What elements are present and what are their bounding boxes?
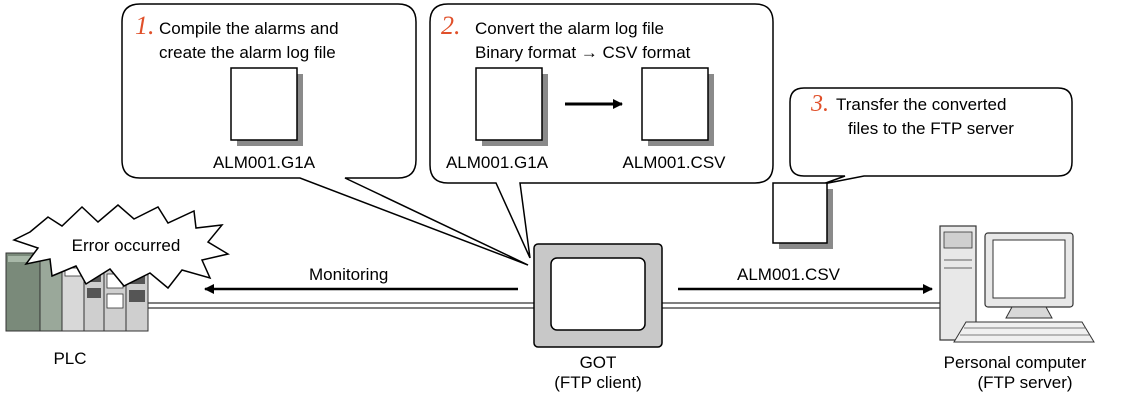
document-icon <box>641 67 714 146</box>
got-label-line2: (FTP client) <box>554 373 642 392</box>
monitoring-label: Monitoring <box>309 265 389 284</box>
got-label-line1: GOT <box>579 353 617 372</box>
callout-step3 <box>789 87 1073 185</box>
step1-line2: create the alarm log file <box>159 43 336 62</box>
plc-label: PLC <box>53 349 87 368</box>
pc-label-line2: (FTP server) <box>977 373 1073 392</box>
error-burst-icon <box>12 204 230 290</box>
step2-line1: Convert the alarm log file <box>475 19 664 38</box>
cable-plc-got <box>148 302 534 309</box>
callout-step1 <box>121 3 529 266</box>
step2-target-filename: ALM001.CSV <box>622 153 726 172</box>
transfer-filename: ALM001.CSV <box>737 265 840 284</box>
step2-source-filename: ALM001.G1A <box>445 153 549 172</box>
error-label: Error occurred <box>71 236 181 255</box>
step3-line1: Transfer the converted <box>836 95 1007 114</box>
step1-number: 1. <box>135 11 155 40</box>
got-icon <box>533 243 663 348</box>
document-icon <box>475 67 548 146</box>
pc-label-line1: Personal computer <box>943 353 1087 372</box>
step3-number: 3. <box>811 91 829 117</box>
step2-number: 2. <box>441 11 461 40</box>
document-icon <box>772 182 833 249</box>
step1-line1: Compile the alarms and <box>159 19 339 38</box>
step3-line2: files to the FTP server <box>848 119 1014 138</box>
step2-line2: Binary format → CSV format <box>475 43 691 62</box>
step1-filename: ALM001.G1A <box>212 153 316 172</box>
cable-got-pc <box>662 302 940 309</box>
document-icon <box>230 67 303 146</box>
personal-computer-icon <box>939 225 1095 343</box>
